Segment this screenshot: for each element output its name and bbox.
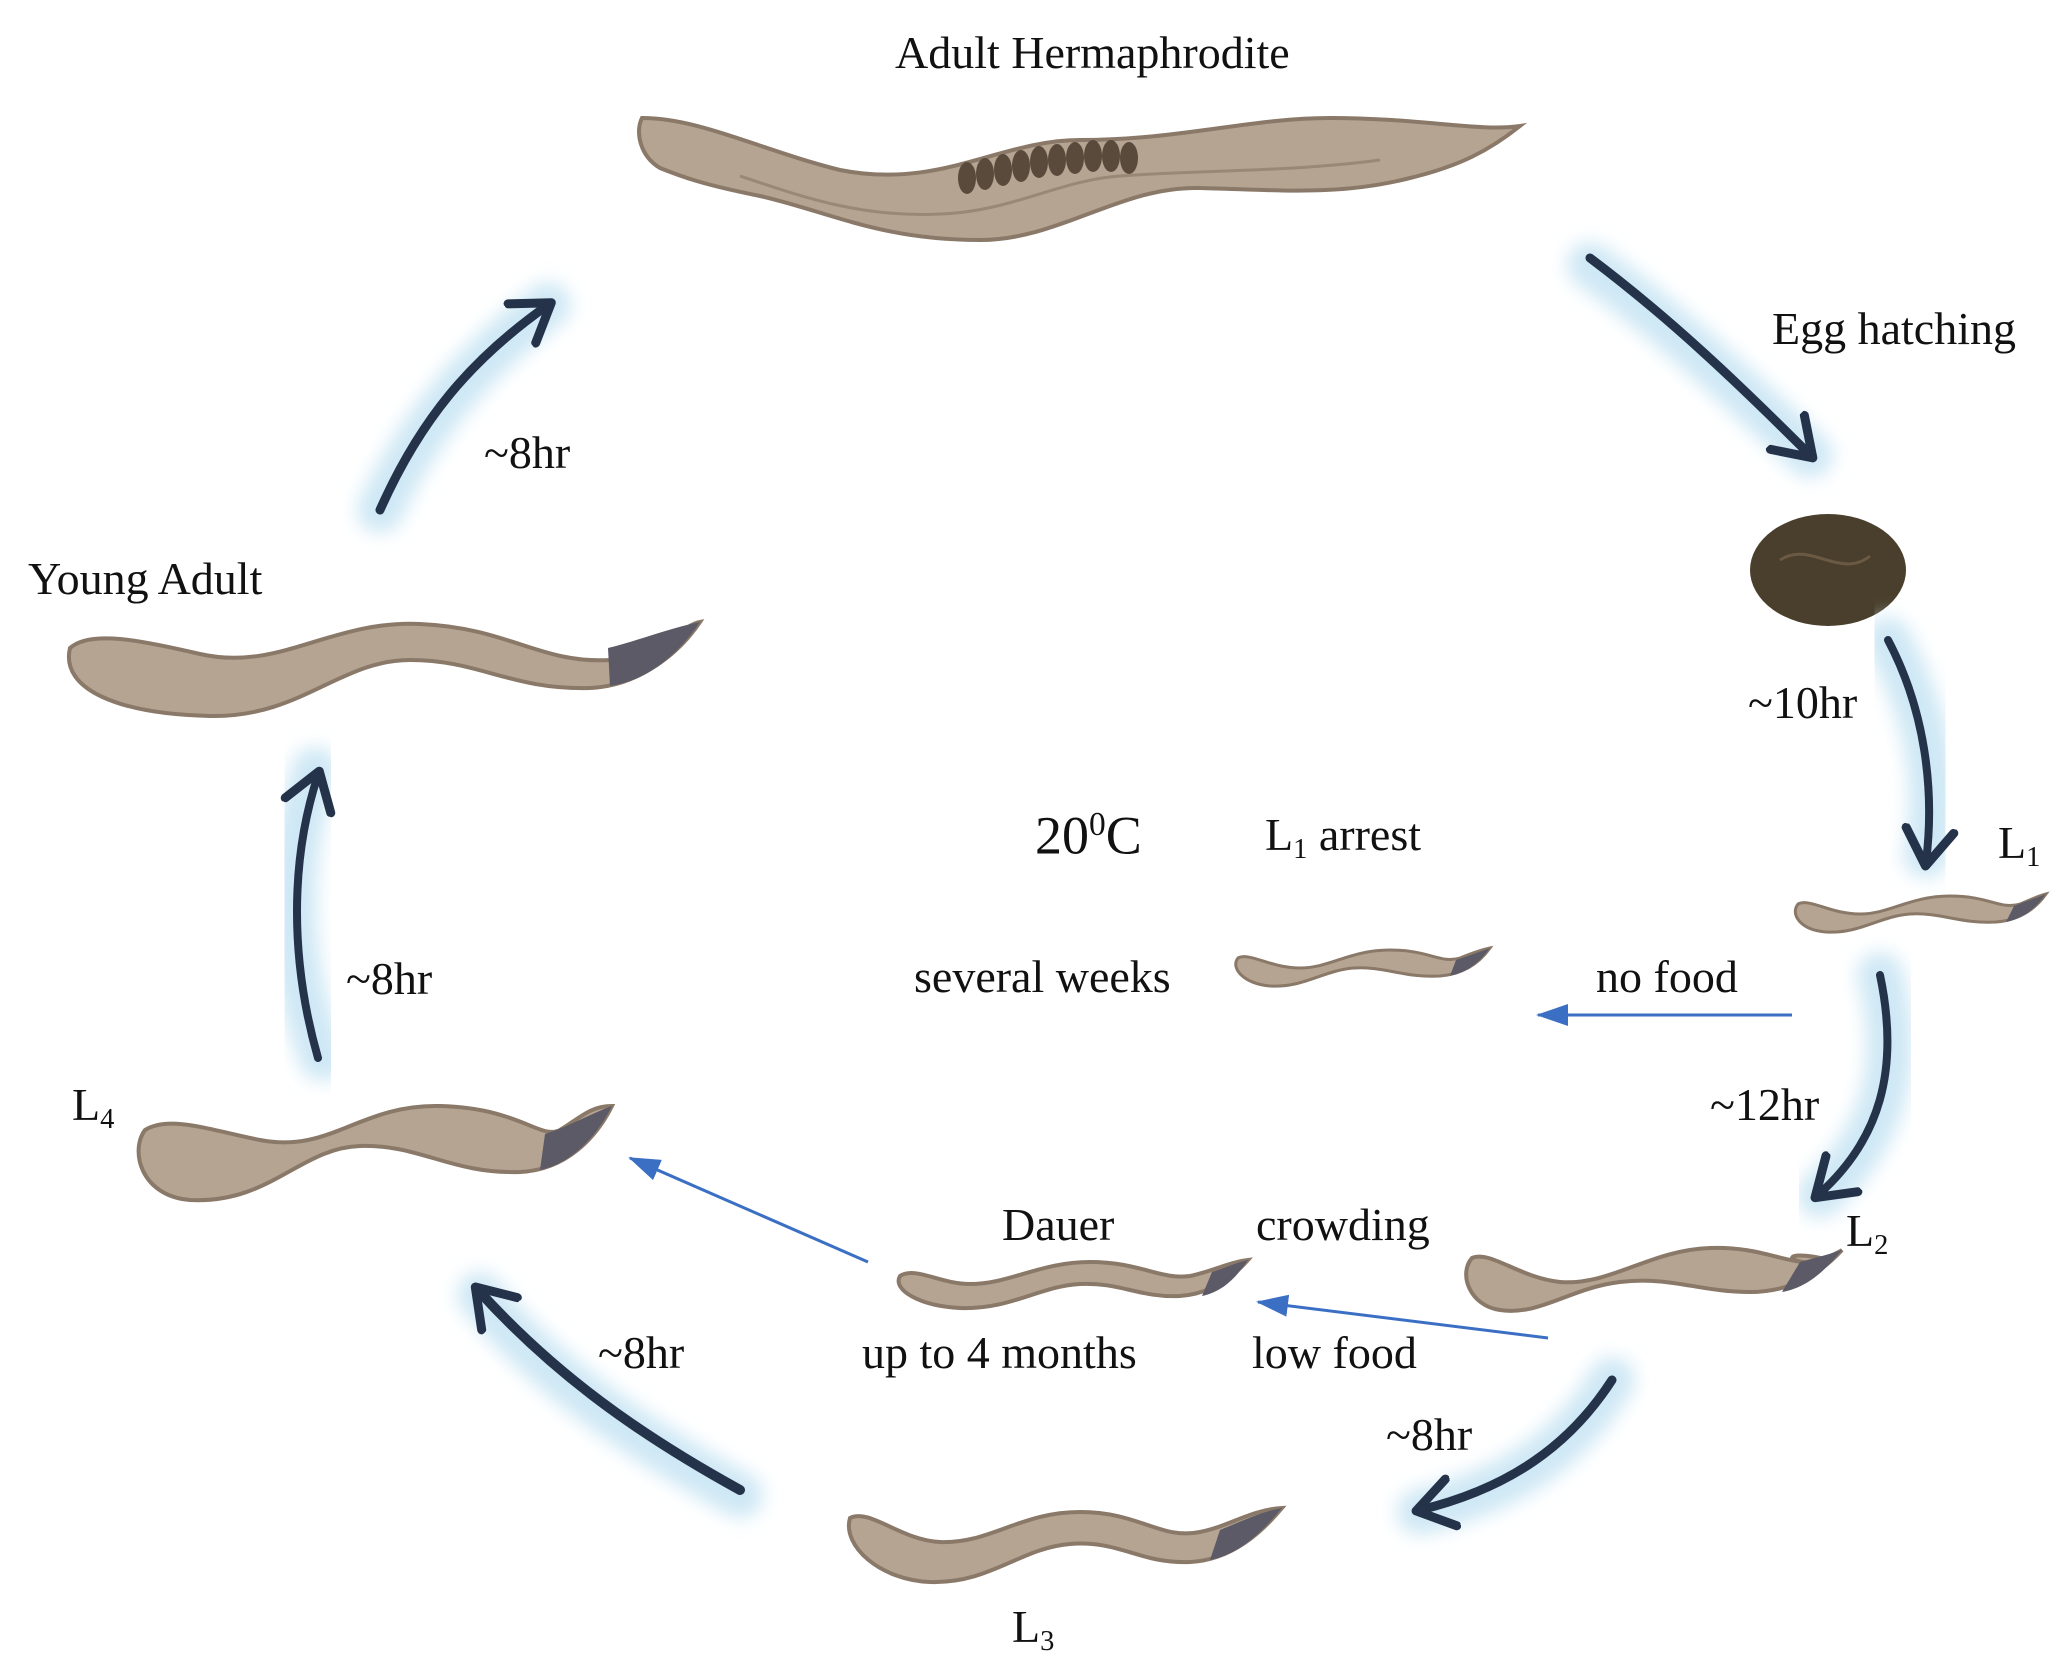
young-adult-label: Young Adult <box>28 553 263 604</box>
time-young-adult-to-adult-label: ~8hr <box>484 427 571 478</box>
temperature-label: 200C <box>1035 805 1142 866</box>
adult-hermaphrodite-label: Adult Hermaphrodite <box>895 27 1290 78</box>
young-adult-worm <box>66 619 705 719</box>
time-egg-to-l1-label: ~10hr <box>1748 677 1858 728</box>
arrow-dauer-to-l4 <box>628 1156 869 1264</box>
egg-hatching-label: Egg hatching <box>1772 303 2016 354</box>
dauer-label: Dauer <box>1002 1199 1115 1250</box>
l4-worm <box>136 1103 616 1203</box>
l1-arrest-worm <box>1234 945 1494 988</box>
arrow-l2-to-l3 <box>1397 1357 1635 1535</box>
l3-worm <box>846 1505 1287 1585</box>
egg <box>1750 514 1906 626</box>
l1-arrest-label: L1 arrest <box>1265 809 1422 865</box>
low-food-label: low food <box>1252 1327 1417 1378</box>
arrow-young-adult-to-adult <box>357 282 571 533</box>
l4-stage-label: L4 <box>72 1079 115 1135</box>
arrow-l1-to-l2 <box>1797 952 1913 1218</box>
adult-hermaphrodite-worm <box>637 115 1528 243</box>
no-food-label: no food <box>1596 951 1738 1002</box>
time-l4-to-young-adult-label: ~8hr <box>346 953 433 1004</box>
time-l3-to-l4-label: ~8hr <box>598 1327 685 1378</box>
time-l2-to-l3-label: ~8hr <box>1386 1409 1473 1460</box>
l2-stage-label: L2 <box>1846 1205 1889 1261</box>
several-weeks-label: several weeks <box>914 951 1171 1002</box>
crowding-label: crowding <box>1256 1199 1430 1250</box>
arrow-crowding-to-dauer <box>1256 1294 1549 1340</box>
arrow-l3-to-l4 <box>457 1272 763 1518</box>
arrow-l4-to-young-adult <box>270 747 345 1081</box>
eggs-in-uterus <box>958 140 1138 194</box>
l3-stage-label: L3 <box>1012 1601 1055 1657</box>
l1-stage-label: L1 <box>1998 817 2041 873</box>
l2-worm <box>1464 1245 1844 1313</box>
arrow-adult-to-egg <box>1567 242 1833 478</box>
time-l1-to-l2-label: ~12hr <box>1710 1079 1820 1130</box>
arrow-egg-to-l1 <box>1865 617 1932 878</box>
up-to-4-months-label: up to 4 months <box>862 1327 1137 1378</box>
l1-worm <box>1793 891 2050 934</box>
dauer-worm <box>896 1257 1253 1311</box>
